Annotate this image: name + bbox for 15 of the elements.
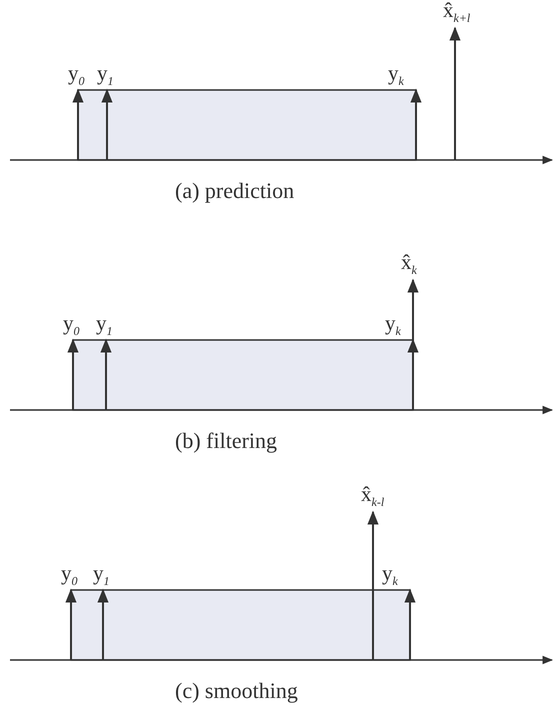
caption: (b) filtering xyxy=(175,430,278,452)
estimate-label: x̂$_{k-l}$ xyxy=(361,484,384,508)
caption: (a) prediction xyxy=(175,180,294,202)
measurement-label: y$_{1}$ xyxy=(96,313,112,338)
measurement-label: y$_{0}$ xyxy=(63,313,80,338)
measurement-label: y$_{0}$ xyxy=(61,563,78,588)
estimate-label: x̂$_{k+l}$ xyxy=(443,0,470,24)
measurement-label: y$_{k}$ xyxy=(388,63,404,88)
measurement-label: y$_{1}$ xyxy=(97,63,114,88)
measurement-label: y$_{k}$ xyxy=(382,563,398,588)
measurement-label: y$_{1}$ xyxy=(93,563,110,588)
estimate-label: x̂$_{k}$ xyxy=(401,252,417,276)
caption: (c) smoothing xyxy=(175,680,298,702)
measurement-label: y$_{0}$ xyxy=(68,63,84,88)
measurement-label: y$_{k}$ xyxy=(385,313,401,338)
